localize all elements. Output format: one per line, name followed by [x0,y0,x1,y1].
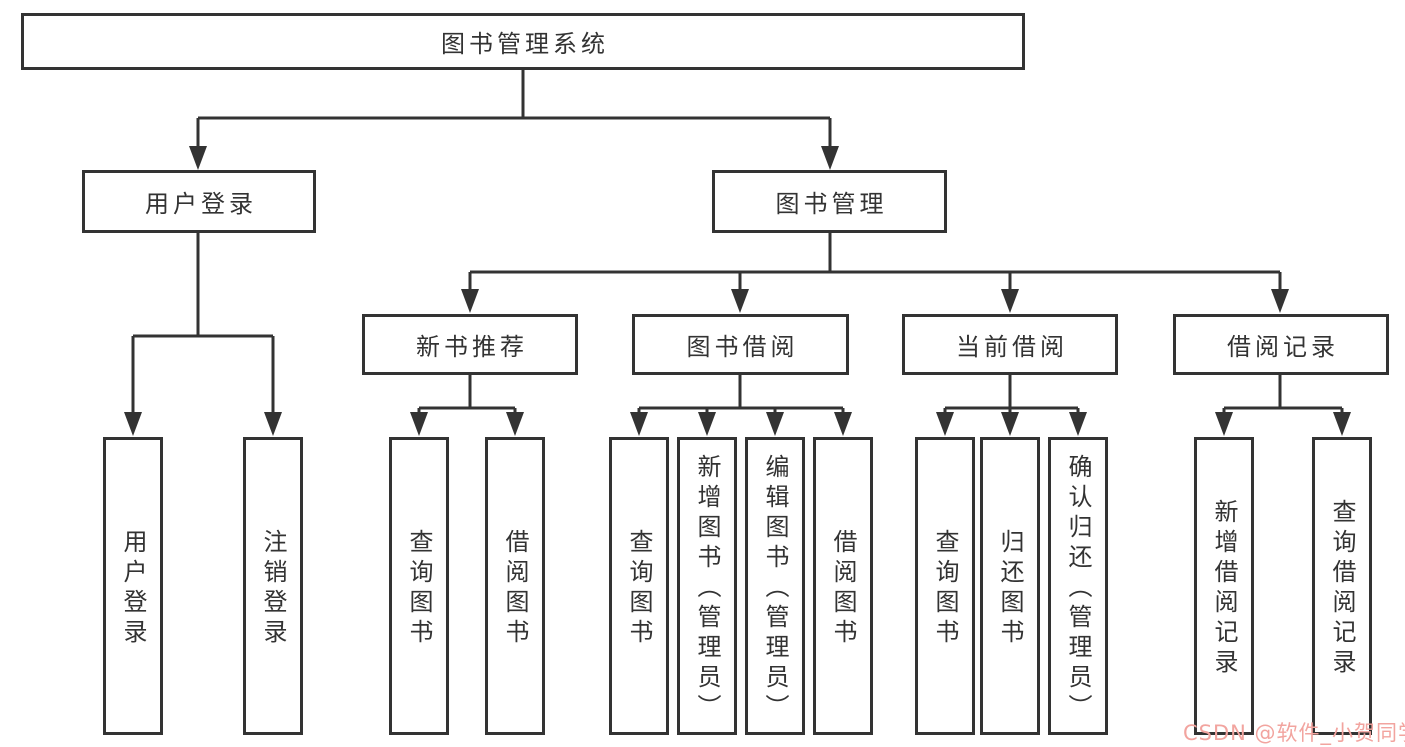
node-root-library-management-system: 图书管理系统 [21,13,1025,70]
leaf-label: 新增借阅记录 [1210,499,1238,679]
leaf-borrow-books-borrowing: 借阅图书 [813,437,873,735]
leaf-query-borrow-record: 查询借阅记录 [1312,437,1372,735]
leaf-confirm-return-admin: 确认归还（管理员） [1048,437,1108,735]
leaf-query-books-current: 查询图书 [915,437,975,735]
arrowheads [124,146,1351,436]
node-user-login: 用户登录 [82,170,316,233]
leaf-label: 归还图书 [996,529,1024,649]
leaf-label: 借阅图书 [829,529,857,649]
node-book-management: 图书管理 [712,170,947,233]
leaf-label: 查询图书 [931,529,959,649]
leaf-borrow-books-recommend: 借阅图书 [485,437,545,735]
leaf-label: 用户登录 [119,529,147,649]
leaf-return-books: 归还图书 [980,437,1040,735]
node-label: 图书管理 [775,190,888,218]
leaf-add-borrow-record: 新增借阅记录 [1194,437,1254,735]
leaf-label: 编辑图书（管理员） [761,454,789,724]
leaf-label: 查询借阅记录 [1328,499,1356,679]
leaf-query-books-recommend: 查询图书 [389,437,449,735]
node-label: 图书借阅 [686,333,799,361]
leaf-label: 查询图书 [405,529,433,649]
node-new-book-recommendation: 新书推荐 [362,314,578,375]
leaf-query-books-borrowing: 查询图书 [609,437,669,735]
node-label: 借阅记录 [1227,333,1339,361]
node-label: 用户登录 [145,190,257,218]
node-label: 图书管理系统 [441,30,609,58]
node-label: 当前借阅 [956,333,1068,361]
leaf-label: 新增图书（管理员） [693,454,721,724]
node-book-borrowing: 图书借阅 [632,314,849,375]
csdn-watermark: CSDN @软件_小贺同学 [1183,721,1405,745]
node-label: 新书推荐 [416,333,528,361]
leaf-label: 借阅图书 [501,529,529,649]
leaf-edit-books-admin: 编辑图书（管理员） [745,437,805,735]
leaf-label: 确认归还（管理员） [1064,454,1092,724]
leaf-label: 查询图书 [625,529,653,649]
node-current-borrowing: 当前借阅 [902,314,1118,375]
leaf-user-login: 用户登录 [103,437,163,735]
leaf-logout: 注销登录 [243,437,303,735]
leaf-add-books-admin: 新增图书（管理员） [677,437,737,735]
node-borrowing-records: 借阅记录 [1173,314,1389,375]
leaf-label: 注销登录 [259,529,287,649]
